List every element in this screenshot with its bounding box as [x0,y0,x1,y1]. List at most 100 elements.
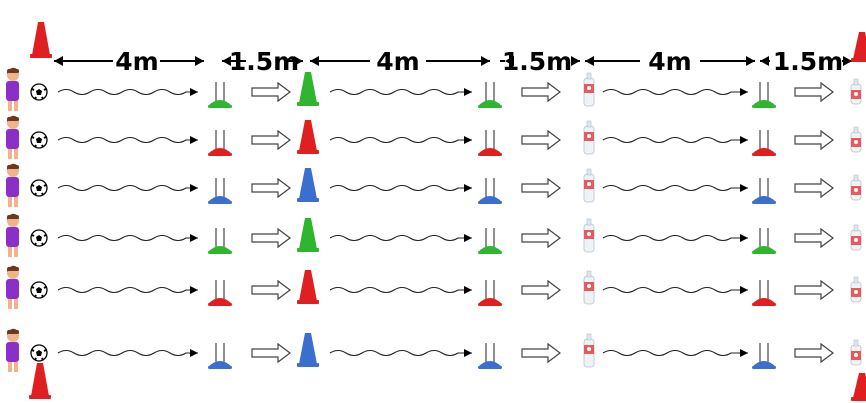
wavy-arrow-icon [57,184,198,192]
water-bottle-icon [850,339,862,366]
hollow-arrow-icon [251,81,291,103]
gate-icon [208,280,232,306]
measure-arrowhead [746,56,755,66]
cone-icon [297,218,319,252]
hollow-arrow-icon [521,81,561,103]
measure-arrowhead [571,56,580,66]
hollow-arrow-icon [251,129,291,151]
gate-icon [478,343,502,369]
wavy-arrow-icon [329,286,472,294]
corner-cones [29,22,866,401]
measure-arrowhead [585,56,594,66]
wavy-arrow-icon [57,136,198,144]
hollow-arrow-icon [794,177,834,199]
measure-arrowhead [310,56,319,66]
soccer-ball-icon [30,83,48,101]
water-bottle-icon [583,218,595,253]
soccer-ball-icon [30,179,48,197]
water-bottle-icon [850,126,862,153]
drill-row [6,67,862,111]
gate-icon [478,82,502,108]
wavy-arrow-icon [602,184,748,192]
wavy-arrow-icon [329,349,472,357]
water-bottle-icon [583,270,595,305]
wavy-arrow-icon [329,184,472,192]
soccer-ball-icon [30,131,48,149]
cone-icon [30,22,52,58]
hollow-arrow-icon [521,129,561,151]
gate-icon [752,130,776,156]
gate-icon [752,178,776,204]
wavy-arrow-icon [329,136,472,144]
measure-arrowhead [481,56,490,66]
cone-icon [297,270,319,304]
measurement-label-1: 4m [115,47,158,76]
water-bottle-icon [583,168,595,203]
gate-icon [478,280,502,306]
cone-icon [29,363,51,399]
cone-icon [297,120,319,154]
hollow-arrow-icon [794,227,834,249]
measurement-label-3: 4m [376,47,419,76]
player-icon [6,213,19,257]
hollow-arrow-icon [521,342,561,364]
soccer-ball-icon [30,281,48,299]
hollow-arrow-icon [521,177,561,199]
drill-row [6,115,862,159]
hollow-arrow-icon [251,279,291,301]
player-icon [6,265,19,309]
wavy-arrow-icon [602,136,748,144]
gate-icon [478,178,502,204]
measurement-label-6: 1.5m [773,47,843,76]
cone-icon [851,373,866,401]
water-bottle-icon [850,276,862,303]
soccer-ball-icon [30,344,48,362]
wavy-arrow-icon [57,286,198,294]
wavy-arrow-icon [602,234,748,242]
hollow-arrow-icon [794,279,834,301]
measure-arrowhead [294,56,303,66]
measurement-bar [54,56,852,66]
hollow-arrow-icon [251,177,291,199]
player-icon [6,163,19,207]
wavy-arrow-icon [57,234,198,242]
hollow-arrow-icon [521,227,561,249]
measurement-label-5: 4m [648,47,691,76]
wavy-arrow-icon [329,88,472,96]
water-bottle-icon [583,72,595,107]
water-bottle-icon [850,224,862,251]
measure-arrowhead [54,56,63,66]
cone-icon [851,32,866,62]
drill-row [6,213,862,257]
hollow-arrow-icon [521,279,561,301]
drill-row [6,163,862,207]
gate-icon [208,82,232,108]
drill-row [6,328,862,372]
cone-icon [297,168,319,202]
wavy-arrow-icon [329,234,472,242]
hollow-arrow-icon [251,227,291,249]
gate-icon [208,130,232,156]
gate-icon [752,82,776,108]
player-icon [6,115,19,159]
hollow-arrow-icon [794,129,834,151]
soccer-ball-icon [30,229,48,247]
player-icon [6,328,19,372]
gate-icon [752,343,776,369]
water-bottle-icon [850,174,862,201]
wavy-arrow-icon [57,88,198,96]
gate-icon [478,228,502,254]
measure-arrowhead [195,56,204,66]
measure-arrowhead [505,56,514,66]
gate-icon [208,228,232,254]
gate-icon [752,280,776,306]
measure-arrowhead [760,56,769,66]
water-bottle-icon [850,78,862,105]
drill-rows [6,67,862,372]
hollow-arrow-icon [794,81,834,103]
gate-icon [208,343,232,369]
cone-icon [297,333,319,367]
water-bottle-icon [583,333,595,368]
drill-row [6,265,862,309]
